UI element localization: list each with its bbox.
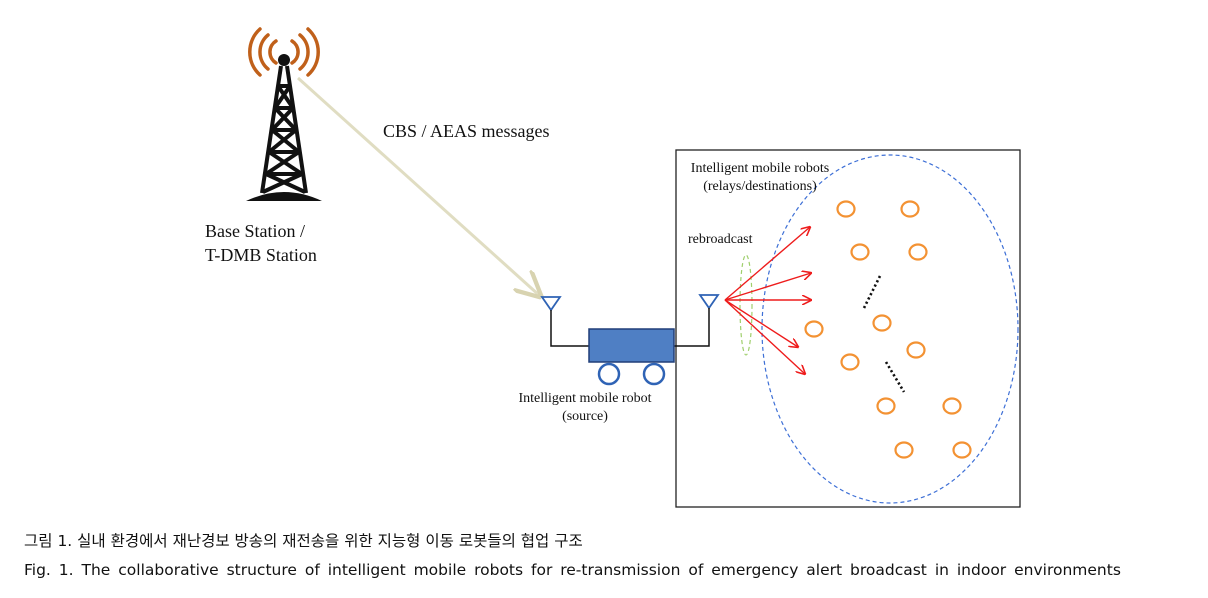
relays-label-line1: Intelligent mobile robots [690, 161, 830, 176]
robot-body [588, 328, 675, 363]
relay-robot-node [840, 353, 860, 371]
base-station-label-line2: T-DMB Station [205, 245, 317, 265]
relay-robot-node [876, 397, 896, 415]
caption-korean: 그림 1. 실내 환경에서 재난경보 방송의 재전송을 위한 지능형 이동 로봇… [24, 532, 583, 550]
rebroadcast-arrows [724, 227, 811, 374]
relay-robot-node [952, 441, 972, 459]
relay-robot-node [900, 200, 920, 218]
ellipsis-dots [862, 275, 882, 309]
caption-english: Fig. 1. The collaborative structure of i… [24, 561, 1121, 579]
tower-icon [246, 27, 322, 201]
rebroadcast-arrow [724, 227, 810, 301]
rebroadcast-arrow [724, 299, 798, 347]
robot-wheel-right [642, 362, 666, 386]
relay-robot-node [872, 314, 892, 332]
ellipsis-dots [884, 361, 906, 393]
relay-robot-node [836, 200, 856, 218]
relay-robot-node [850, 243, 870, 261]
right-antenna-icon [674, 294, 720, 347]
base-station-label: Base Station / T-DMB Station [205, 219, 317, 267]
relays-label-line2: (relays/destinations) [703, 179, 817, 194]
relay-robot-node [942, 397, 962, 415]
relay-robots [804, 200, 972, 459]
source-robot-label-line1: Intelligent mobile robot [518, 391, 652, 406]
rebroadcast-arrow [724, 273, 811, 301]
broadcast-link-arrow [296, 76, 540, 296]
rebroadcast-arrow [724, 299, 805, 374]
link-label: CBS / AEAS messages [383, 121, 550, 141]
relay-robot-node [804, 320, 824, 338]
source-robot [540, 294, 720, 386]
coverage-area [761, 154, 1019, 504]
source-robot-label: Intelligent mobile robot (source) [500, 390, 670, 426]
robot-wheel-left [597, 362, 621, 386]
relay-robot-node [906, 341, 926, 359]
relay-robot-node [908, 243, 928, 261]
rebroadcast-label: rebroadcast [688, 232, 753, 247]
left-antenna-icon [540, 296, 590, 347]
indoor-room [675, 149, 1021, 508]
rebroadcast-zone [739, 254, 753, 356]
signal-waves-icon [248, 27, 320, 77]
diagram: Base Station / T-DMB Station CBS / AEAS … [205, 27, 1021, 508]
relay-robot-node [894, 441, 914, 459]
diagram-canvas [246, 27, 1021, 508]
base-station-label-line1: Base Station / [205, 221, 305, 241]
source-robot-label-line2: (source) [562, 409, 608, 424]
relays-label: Intelligent mobile robots (relays/destin… [680, 160, 840, 196]
